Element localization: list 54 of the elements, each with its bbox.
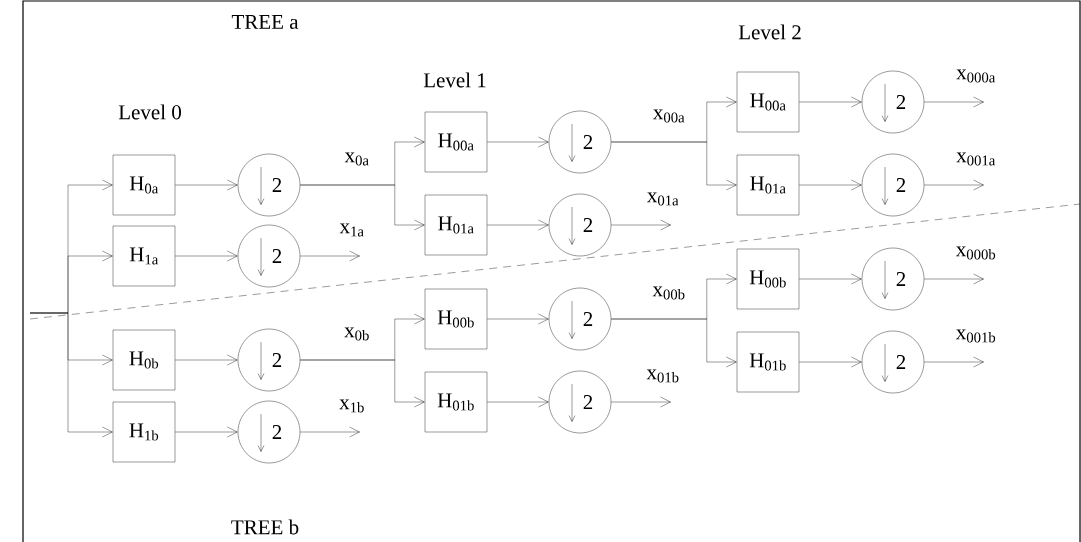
filter-box: H$_{00a}$ <box>424 111 488 173</box>
signal-label: x$_{00a}$ <box>651 108 687 124</box>
arrow <box>611 141 737 191</box>
arrow <box>175 179 238 191</box>
arrow <box>611 318 737 368</box>
arrow <box>611 396 671 408</box>
signal-label: x$_{00b}$ <box>651 285 687 301</box>
arrow <box>300 250 360 262</box>
tree-label: TREE b <box>231 519 299 535</box>
arrow <box>175 354 238 366</box>
filter-box: H$_{00b}$ <box>424 288 488 350</box>
signal-label: x$_{1a}$ <box>338 222 366 238</box>
arrow <box>799 179 862 191</box>
signal-label: x$_{0a}$ <box>343 151 371 167</box>
tree-label: TREE a <box>231 15 299 29</box>
arrow <box>924 96 984 108</box>
signal-label: x$_{01a}$ <box>645 191 681 207</box>
arrow <box>300 426 360 438</box>
arrow <box>924 179 984 191</box>
arrow <box>300 184 425 231</box>
filter-box: H$_{00b}$ <box>736 248 800 310</box>
signal-label: x$_{01b}$ <box>645 368 681 384</box>
signal-label: x$_{001b}$ <box>954 328 998 344</box>
arrow <box>487 396 549 408</box>
level-label: Level 2 <box>738 24 801 40</box>
filter-box: H$_{01a}$ <box>424 194 488 256</box>
arrow <box>924 356 984 368</box>
filter-box: H$_{01b}$ <box>736 331 800 393</box>
arrow <box>487 219 549 231</box>
arrow <box>799 273 862 285</box>
signal-label: x$_{1b}$ <box>338 398 366 414</box>
filter-box: H$_{0a}$ <box>112 154 176 216</box>
arrow <box>300 359 425 408</box>
arrow <box>175 426 238 438</box>
filter-box: H$_{1a}$ <box>112 225 176 287</box>
signal-label: x$_{000a}$ <box>955 68 997 84</box>
signal-label: x$_{001a}$ <box>955 151 997 167</box>
arrow <box>487 136 549 148</box>
filter-box: H$_{1b}$ <box>112 401 176 463</box>
signal-label: x$_{000b}$ <box>954 245 998 261</box>
filter-box: H$_{0b}$ <box>112 329 176 391</box>
filter-box: H$_{01b}$ <box>424 371 488 433</box>
arrow <box>924 273 984 285</box>
arrow <box>611 219 671 231</box>
arrow <box>799 356 862 368</box>
arrow <box>29 312 113 438</box>
filter-box: H$_{00a}$ <box>736 71 800 133</box>
filter-box: H$_{01a}$ <box>736 154 800 216</box>
level-label: Level 1 <box>423 72 486 88</box>
arrow <box>799 96 862 108</box>
arrow <box>175 250 238 262</box>
signal-label: x$_{0b}$ <box>343 326 371 342</box>
level-label: Level 0 <box>118 104 181 120</box>
arrow <box>487 313 549 325</box>
